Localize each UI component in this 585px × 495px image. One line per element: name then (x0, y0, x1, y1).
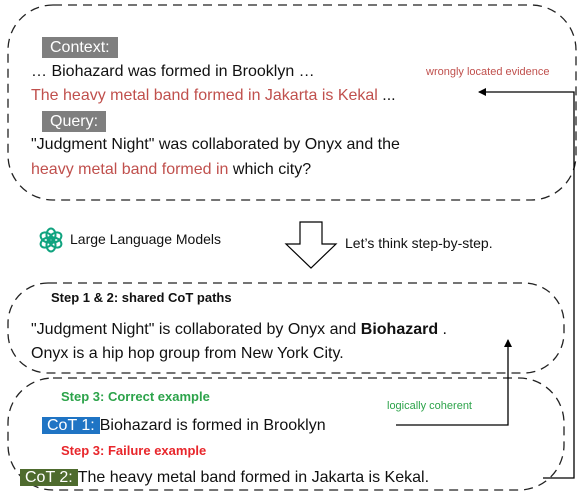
examples-box (7, 377, 565, 491)
coherent-annotation: logically coherent (387, 400, 472, 412)
context-label: Context: (42, 37, 118, 58)
shared-cot-line-2: Onyx is a hip hop group from New York Ci… (31, 345, 344, 362)
shared-cot-box (7, 282, 565, 374)
context-evidence-highlight: The heavy metal band formed in Jakarta i… (31, 87, 378, 104)
wrong-evidence-connector (478, 88, 575, 479)
context-query-box (7, 4, 577, 201)
failure-example-title: Step 3: Failure example (61, 443, 207, 458)
cot1-line: CoT 1:Biohazard is formed in Brooklyn (42, 416, 326, 436)
prompt-text: Let’s think step-by-step. (345, 235, 493, 251)
context-line-2-tail: ... (377, 87, 396, 104)
llm-label: Large Language Models (70, 231, 222, 247)
shared-cot-line-1: "Judgment Night" is collaborated by Onyx… (31, 320, 447, 340)
down-arrow-icon (284, 221, 338, 269)
biohazard-bold: Biohazard (360, 321, 439, 338)
query-line-2-tail: which city? (228, 161, 312, 178)
shared-cot-title: Step 1 & 2: shared CoT paths (51, 290, 232, 305)
query-line-2: heavy metal band formed in which city? (31, 160, 311, 180)
cot1-text: Biohazard is formed in Brooklyn (99, 417, 326, 434)
cot1-tag: CoT 1: (42, 417, 100, 434)
coherent-connector (396, 339, 512, 426)
cot2-tag: CoT 2: (20, 469, 78, 486)
cot2-line: CoT 2:The heavy metal band formed in Jak… (20, 468, 429, 488)
query-line-1: "Judgment Night" was collaborated by Ony… (31, 136, 400, 153)
wrong-evidence-annotation: wrongly located evidence (426, 66, 550, 78)
correct-example-title: Step 3: Correct example (61, 389, 210, 404)
query-label: Query: (42, 111, 107, 132)
context-line-1: … Biohazard was formed in Brooklyn … (31, 63, 315, 80)
cot2-text: The heavy metal band formed in Jakarta i… (77, 469, 430, 486)
context-line-2: The heavy metal band formed in Jakarta i… (31, 86, 396, 106)
shared-cot-line-1-pre: "Judgment Night" is collaborated by Onyx… (31, 321, 361, 338)
openai-logo-icon (39, 227, 63, 253)
query-highlight: heavy metal band formed in (31, 161, 229, 178)
shared-cot-line-1-post: . (438, 321, 447, 338)
